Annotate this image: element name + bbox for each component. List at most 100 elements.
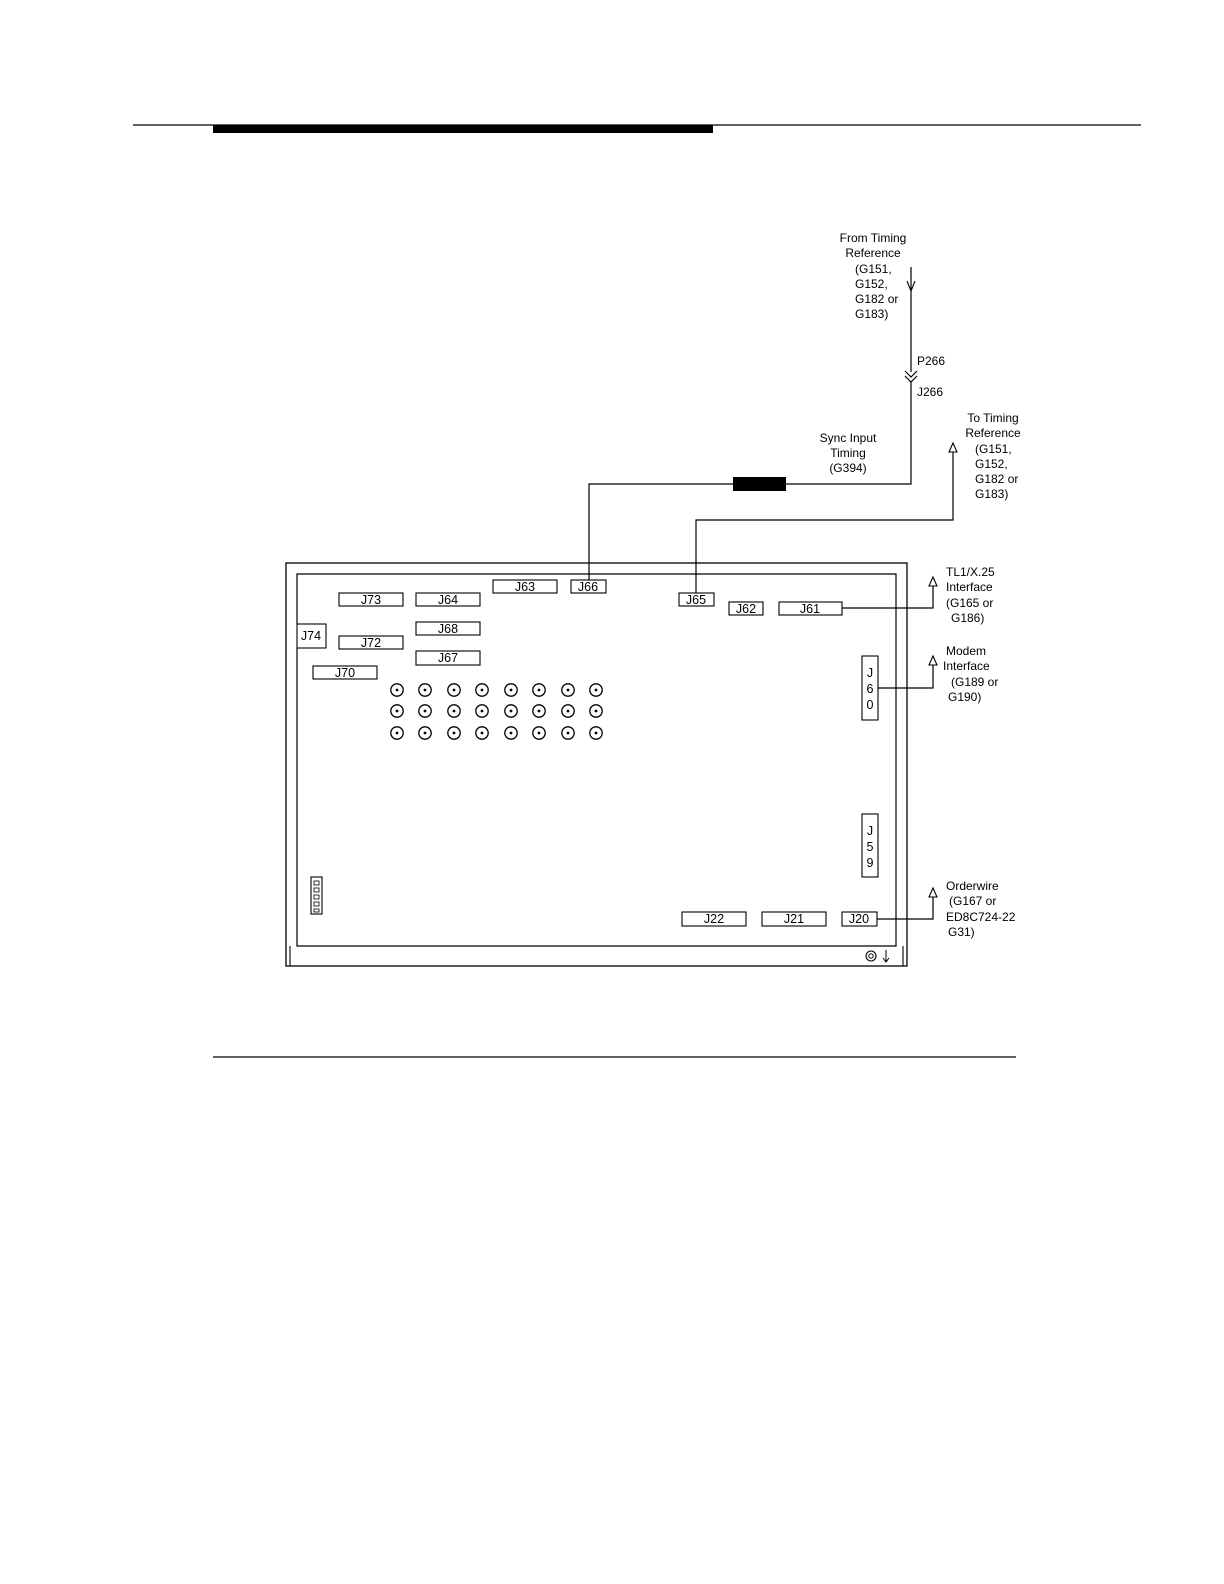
connector-j65 xyxy=(678,592,715,607)
connector-j22 xyxy=(681,911,747,927)
modem-line-4: G190) xyxy=(948,690,981,704)
modem-line-2: Interface xyxy=(943,659,990,673)
j266-label: J266 xyxy=(917,385,943,399)
connector-j20-label: J20 xyxy=(849,912,869,926)
connector-j60-label-2: 6 xyxy=(867,682,874,696)
connector-j70 xyxy=(312,665,378,680)
modem-line-3: (G189 or xyxy=(951,675,998,689)
tl1-interface-cable xyxy=(842,586,934,609)
connector-j74 xyxy=(296,623,327,649)
connector-j68 xyxy=(415,621,481,636)
tl1-line-4: G186) xyxy=(951,611,984,625)
connector-j67-label: J67 xyxy=(438,651,458,665)
backplane-outer-frame xyxy=(285,562,908,967)
plug-chevron-icon xyxy=(904,370,918,383)
connector-j66 xyxy=(570,579,607,594)
coax-connector xyxy=(589,704,603,718)
coax-connector xyxy=(589,683,603,697)
from-timing-line-2: Reference xyxy=(845,246,901,260)
coax-connector-grid xyxy=(390,683,603,740)
coax-connector xyxy=(504,726,518,740)
connector-j73 xyxy=(338,592,404,607)
orderwire-label: Orderwire (G167 or ED8C724-22 G31) xyxy=(946,879,1016,939)
to-timing-line-6: G183) xyxy=(975,487,1008,501)
to-timing-line-3: (G151, xyxy=(975,442,1012,456)
coax-connector xyxy=(532,704,546,718)
to-timing-line-2: Reference xyxy=(965,426,1021,440)
coax-connector xyxy=(532,683,546,697)
connector-j63 xyxy=(492,579,558,594)
coax-connector xyxy=(589,726,603,740)
coax-connector xyxy=(532,726,546,740)
to-timing-cable xyxy=(695,452,954,593)
to-timing-line-5: G182 or xyxy=(975,472,1018,486)
tl1-interface-label: TL1/X.25 Interface (G165 or G186) xyxy=(946,565,995,625)
coax-connector xyxy=(475,726,489,740)
connector-j60-label-3: 0 xyxy=(867,698,874,712)
coax-connector xyxy=(475,704,489,718)
ground-arrow-icon xyxy=(882,950,890,963)
sync-input-line-1: Sync Input xyxy=(820,431,877,445)
coax-connector xyxy=(390,704,404,718)
orderwire-line-4: G31) xyxy=(948,925,975,939)
ferrite-core xyxy=(733,477,786,491)
from-timing-line-4: G152, xyxy=(855,277,888,291)
up-arrow-icon xyxy=(928,654,938,666)
connector-j22-label: J22 xyxy=(704,912,724,926)
orderwire-line-3: ED8C724-22 xyxy=(946,910,1016,924)
to-timing-reference-label: To Timing Reference (G151, G152, G182 or… xyxy=(965,411,1021,501)
coax-connector xyxy=(447,704,461,718)
up-arrow-icon xyxy=(948,441,958,453)
coax-connector xyxy=(390,683,404,697)
connector-j74-label: J74 xyxy=(301,629,321,643)
ground-stud-icon xyxy=(865,950,877,962)
connector-j66-label: J66 xyxy=(578,580,598,594)
coax-connector xyxy=(418,726,432,740)
backplane-inner-panel xyxy=(296,573,897,947)
connector-j63-label: J63 xyxy=(515,580,535,594)
coax-connector xyxy=(561,683,575,697)
coax-connector xyxy=(504,683,518,697)
p266-label: P266 xyxy=(917,354,945,368)
sync-input-line-2: Timing xyxy=(830,446,866,460)
from-timing-line-5: G182 or xyxy=(855,292,898,306)
connector-j67 xyxy=(415,650,481,666)
connector-j64-label: J64 xyxy=(438,593,458,607)
from-timing-line-3: (G151, xyxy=(855,262,892,276)
coax-connector xyxy=(447,683,461,697)
connector-j21 xyxy=(761,911,827,927)
modem-interface-cable xyxy=(878,665,934,689)
connector-j68-label: J68 xyxy=(438,622,458,636)
connector-j70-label: J70 xyxy=(335,666,355,680)
sync-input-timing-label: Sync Input Timing (G394) xyxy=(820,431,877,475)
connector-j73-label: J73 xyxy=(361,593,381,607)
up-arrow-icon xyxy=(928,575,938,587)
tl1-line-2: Interface xyxy=(946,580,993,594)
orderwire-cable xyxy=(877,897,934,920)
coax-connector xyxy=(447,726,461,740)
modem-interface-label: Modem Interface (G189 or G190) xyxy=(943,644,998,704)
connector-j64 xyxy=(415,592,481,607)
connector-j59 xyxy=(861,813,879,878)
to-timing-line-4: G152, xyxy=(975,457,1008,471)
header-bar xyxy=(213,125,713,133)
down-arrow-icon xyxy=(906,280,916,293)
coax-connector xyxy=(390,726,404,740)
sync-input-line-3: (G394) xyxy=(829,461,866,475)
up-arrow-icon xyxy=(928,886,938,898)
tl1-line-1: TL1/X.25 xyxy=(946,565,995,579)
coax-connector xyxy=(418,683,432,697)
from-timing-reference-label: From Timing Reference (G151, G152, G182 … xyxy=(840,231,907,321)
connector-j72-label: J72 xyxy=(361,636,381,650)
connector-j72 xyxy=(338,635,404,650)
coax-connector xyxy=(504,704,518,718)
pin-header xyxy=(310,876,323,915)
modem-line-1: Modem xyxy=(946,644,986,658)
connector-j65-label: J65 xyxy=(686,593,706,607)
orderwire-line-2: (G167 or xyxy=(949,894,996,908)
to-timing-line-1: To Timing xyxy=(967,411,1018,425)
connector-j60-label-1: J xyxy=(867,666,873,680)
connector-j21-label: J21 xyxy=(784,912,804,926)
connector-j61-label: J61 xyxy=(800,602,820,616)
